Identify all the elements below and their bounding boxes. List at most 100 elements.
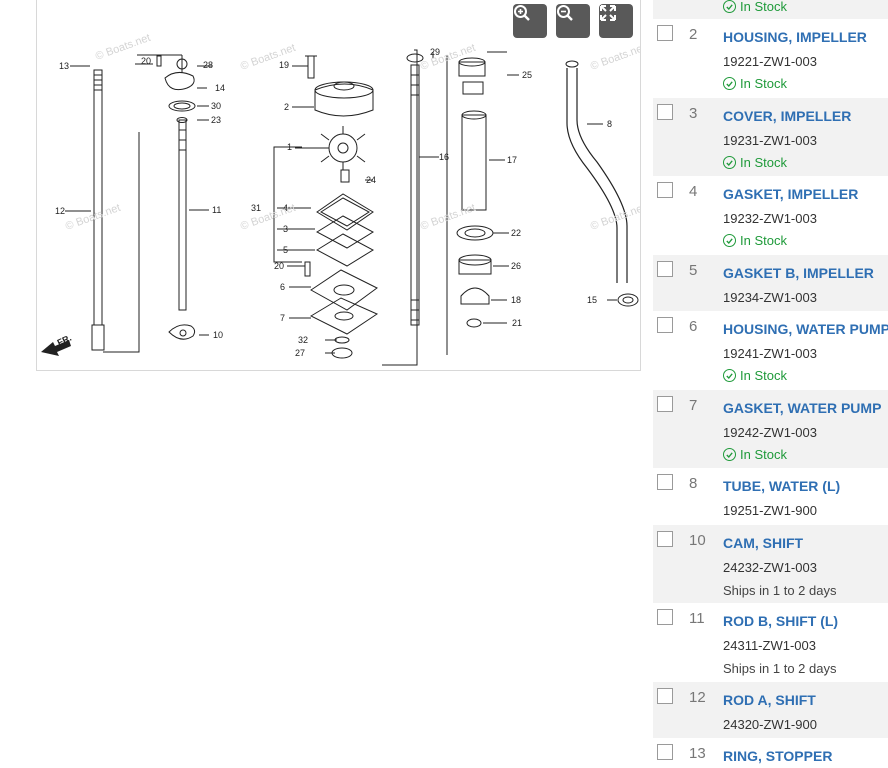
- callout: 13: [59, 61, 69, 71]
- select-part-checkbox[interactable]: [657, 474, 673, 490]
- select-part-checkbox[interactable]: [657, 396, 673, 412]
- ref-number: 6: [689, 318, 698, 335]
- callout: 20: [274, 261, 284, 271]
- part-name-link[interactable]: ROD B, SHIFT (L): [723, 613, 839, 629]
- callout: 31: [251, 203, 261, 213]
- stock-status-text: In Stock: [740, 368, 787, 383]
- stock-status: In Stock: [723, 447, 787, 462]
- part-name-link[interactable]: HOUSING, WATER PUMP: [723, 321, 888, 337]
- part-number: 24232-ZW1-003: [723, 560, 817, 575]
- part-number: 24320-ZW1-900: [723, 717, 817, 732]
- callout: 4: [283, 203, 288, 213]
- parts-list-row: 3 COVER, IMPELLER 19231-ZW1-003 In Stock: [653, 98, 888, 176]
- stock-status: In Stock: [723, 0, 787, 14]
- shift-rod-end-drawing: [91, 324, 105, 351]
- watermark: © Boats.net: [589, 202, 640, 233]
- part-name-link[interactable]: ROD A, SHIFT: [723, 692, 816, 708]
- part-number: 19234-ZW1-003: [723, 290, 817, 305]
- part-number: 19241-ZW1-003: [723, 346, 817, 361]
- callout: 12: [55, 206, 65, 216]
- select-part-checkbox[interactable]: [657, 261, 673, 277]
- expand-icon: [600, 5, 616, 21]
- stock-status: In Stock: [723, 368, 787, 383]
- callout: 10: [213, 330, 223, 340]
- ref-number: 5: [689, 262, 698, 279]
- ref-number: 4: [689, 183, 698, 200]
- stock-status: In Stock: [723, 233, 787, 248]
- callout: 2: [284, 102, 289, 112]
- select-part-checkbox[interactable]: [657, 688, 673, 704]
- select-part-checkbox[interactable]: [657, 25, 673, 41]
- part-name-link[interactable]: GASKET B, IMPELLER: [723, 265, 874, 281]
- part-number: 19242-ZW1-003: [723, 425, 817, 440]
- part-name-link[interactable]: RING, STOPPER: [723, 748, 833, 764]
- exploded-view-drawing: FR. 13 20 28 14 30 23 19 2 29 25 8 1 24 …: [41, 32, 640, 366]
- water-pump-housing-drawing: [310, 269, 378, 311]
- watermark: © Boats.net: [419, 202, 477, 233]
- callout: 30: [211, 101, 221, 111]
- callout: 20: [141, 56, 151, 66]
- part-name-link[interactable]: COVER, IMPELLER: [723, 108, 852, 124]
- part-name-link[interactable]: TUBE, WATER (L): [723, 478, 841, 494]
- callout: 16: [439, 152, 449, 162]
- part-number: 19251-ZW1-900: [723, 503, 817, 518]
- watermark: © Boats.net: [239, 202, 297, 233]
- parts-list-row: 11 ROD B, SHIFT (L) 24311-ZW1-003 Ships …: [653, 603, 888, 682]
- ref-number: 11: [689, 610, 705, 627]
- zoom-out-button[interactable]: [556, 4, 590, 38]
- callout: 14: [215, 83, 225, 93]
- parts-diagram[interactable]: FR. 13 20 28 14 30 23 19 2 29 25 8 1 24 …: [36, 0, 641, 371]
- callout: 25: [522, 70, 532, 80]
- stock-status-text: In Stock: [740, 155, 787, 170]
- zoom-in-icon: [514, 5, 530, 21]
- part-name-link[interactable]: CAM, SHIFT: [723, 535, 804, 551]
- parts-list-row: 6 HOUSING, WATER PUMP 19241-ZW1-003 In S…: [653, 311, 888, 390]
- stock-status-text: In Stock: [740, 233, 787, 248]
- stock-status-text: In Stock: [740, 76, 787, 91]
- callout: 6: [280, 282, 285, 292]
- select-part-checkbox[interactable]: [657, 744, 673, 760]
- parts-list-row: 4 GASKET, IMPELLER 19232-ZW1-003 In Stoc…: [653, 176, 888, 255]
- part-number: 19232-ZW1-003: [723, 211, 817, 226]
- fullscreen-button[interactable]: [599, 4, 633, 38]
- stock-status-text: In Stock: [740, 0, 787, 14]
- callout: 8: [607, 119, 612, 129]
- callout: 21: [512, 318, 522, 328]
- select-part-checkbox[interactable]: [657, 317, 673, 333]
- zoom-out-icon: [557, 5, 573, 21]
- parts-list-row: 2 HOUSING, IMPELLER 19221-ZW1-003 In Sto…: [653, 19, 888, 98]
- callout: 7: [280, 313, 285, 323]
- stock-status: In Stock: [723, 76, 787, 91]
- callout-numbers: 13 20 28 14 30 23 19 2 29 25 8 1 24 16 1…: [55, 47, 612, 358]
- parts-list-row: 13 RING, STOPPER: [653, 738, 888, 768]
- callout: 22: [511, 228, 521, 238]
- part-name-link[interactable]: GASKET, IMPELLER: [723, 186, 859, 202]
- check-circle-icon: [723, 0, 736, 13]
- part-name-link[interactable]: GASKET, WATER PUMP: [723, 400, 882, 416]
- callout: 11: [212, 205, 221, 215]
- select-part-checkbox[interactable]: [657, 531, 673, 547]
- impeller-housing-drawing: [314, 83, 374, 117]
- watermark: © Boats.net: [419, 42, 477, 73]
- ref-number: 8: [689, 475, 698, 492]
- check-circle-icon: [723, 369, 736, 382]
- callout: 3: [283, 224, 288, 234]
- callout: 32: [298, 335, 308, 345]
- water-tube-drawing: [566, 68, 618, 283]
- select-part-checkbox[interactable]: [657, 104, 673, 120]
- callout: 23: [211, 115, 221, 125]
- select-part-checkbox[interactable]: [657, 609, 673, 625]
- shipping-status: Ships in 1 to 2 days: [723, 661, 837, 676]
- parts-list-row: 8 TUBE, WATER (L) 19251-ZW1-900: [653, 468, 888, 525]
- zoom-in-button[interactable]: [513, 4, 547, 38]
- select-part-checkbox[interactable]: [657, 182, 673, 198]
- callout: 18: [511, 295, 521, 305]
- callout: 5: [283, 245, 288, 255]
- check-circle-icon: [723, 156, 736, 169]
- parts-list-row: 12 ROD A, SHIFT 24320-ZW1-900: [653, 682, 888, 738]
- parts-list-row: 7 GASKET, WATER PUMP 19242-ZW1-003 In St…: [653, 390, 888, 468]
- parts-list-row: 5 GASKET B, IMPELLER 19234-ZW1-003: [653, 255, 888, 311]
- stock-status: In Stock: [723, 155, 787, 170]
- callout: 15: [587, 295, 597, 305]
- part-name-link[interactable]: HOUSING, IMPELLER: [723, 29, 867, 45]
